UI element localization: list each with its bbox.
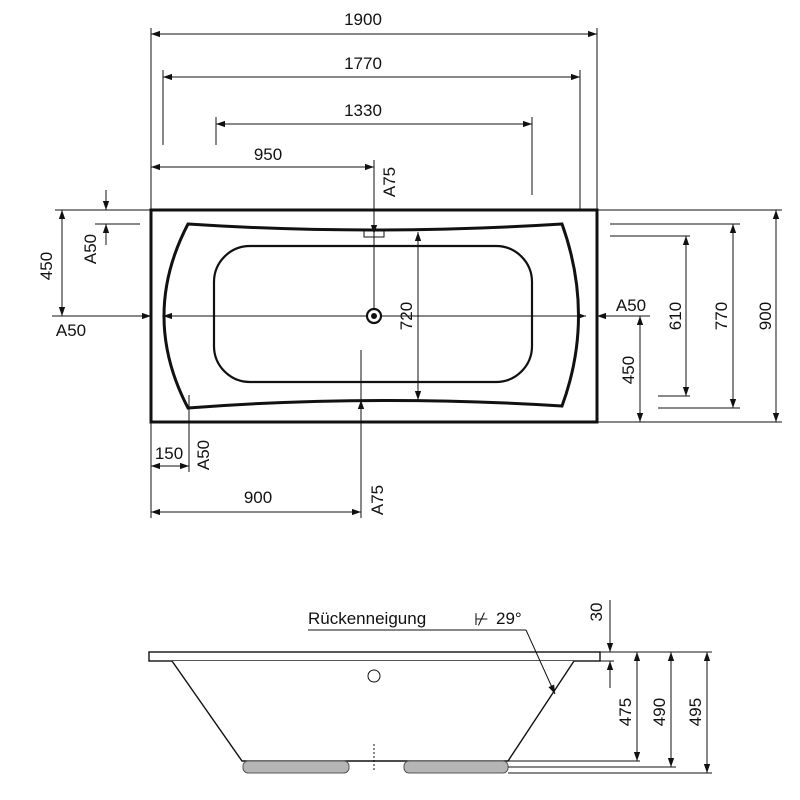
label-a50-bottom: A50 <box>194 440 213 470</box>
tub-inner-outline <box>162 222 580 410</box>
side-view: Rückenneigung ⊬ 29° 30 475 490 495 <box>148 600 712 774</box>
label-1770: 1770 <box>344 54 382 73</box>
label-720: 720 <box>397 302 416 330</box>
label-475: 475 <box>616 698 635 726</box>
label-900-horizontal: 900 <box>244 488 272 507</box>
label-900-vertical: 900 <box>756 302 775 330</box>
label-a75-bottom: A75 <box>368 485 387 515</box>
tub-rim <box>148 651 601 662</box>
label-495: 495 <box>686 698 705 726</box>
back-slope-angle: 29° <box>496 609 522 628</box>
tub-foot-left <box>242 760 350 774</box>
label-450-right: 450 <box>619 356 638 384</box>
label-a75-top: A75 <box>380 167 399 197</box>
tub-foot-right <box>403 760 509 774</box>
label-30: 30 <box>587 603 606 622</box>
label-150: 150 <box>155 444 183 463</box>
label-490: 490 <box>650 698 669 726</box>
label-610: 610 <box>666 302 685 330</box>
label-950: 950 <box>254 145 282 164</box>
back-slope-label: Rückenneigung <box>308 609 426 628</box>
side-overflow <box>367 669 381 683</box>
label-450-left: 450 <box>37 252 56 280</box>
top-view: 1900 1770 1330 950 900 150 A75 A75 A50 4… <box>37 10 782 518</box>
label-a50-left-mid: A50 <box>56 321 86 340</box>
label-1330: 1330 <box>344 101 382 120</box>
back-slope-symbol: ⊬ <box>474 610 489 629</box>
label-1900: 1900 <box>344 10 382 29</box>
label-a50-right: A50 <box>616 296 646 315</box>
drain-inner <box>371 313 377 319</box>
label-770: 770 <box>712 302 731 330</box>
tub-basin-outline <box>212 244 534 384</box>
tub-body <box>171 660 575 762</box>
label-a50-left-top: A50 <box>81 234 100 264</box>
drain-outer <box>365 307 383 325</box>
